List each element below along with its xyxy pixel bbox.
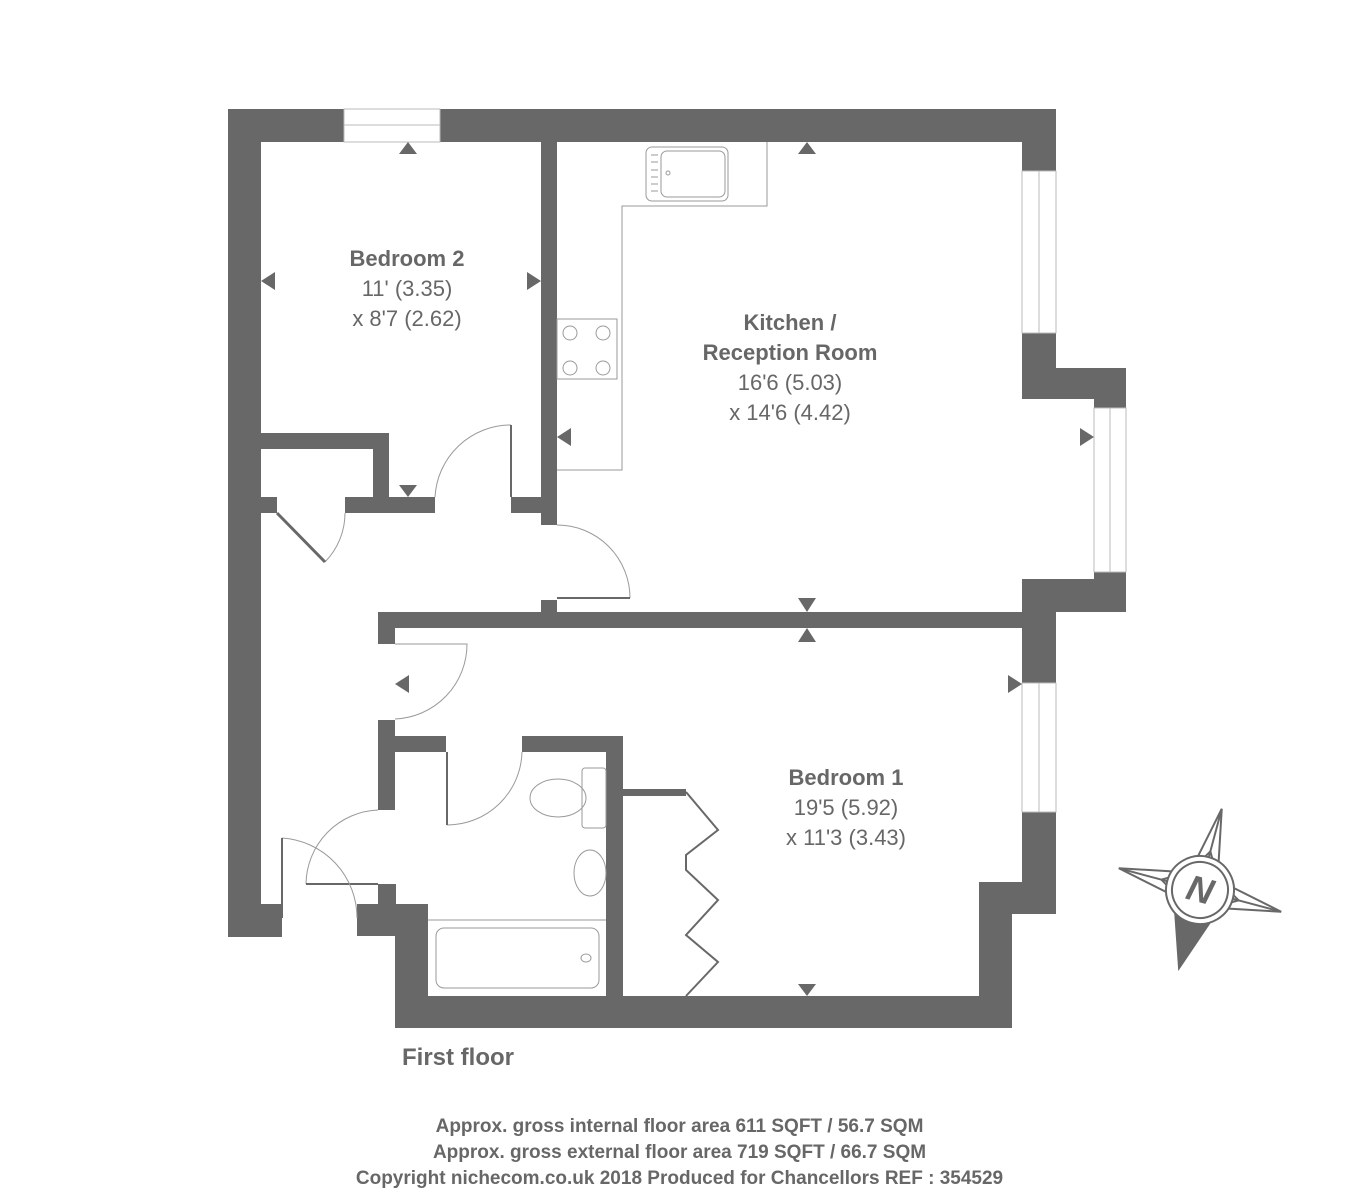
room-dimension: x 14'6 (4.42) <box>729 400 851 425</box>
external-area: Approx. gross external floor area 719 SQ… <box>432 1142 927 1163</box>
measurement-arrows <box>261 142 1094 996</box>
room-dimension: 16'6 (5.03) <box>737 370 843 395</box>
room-label-kitchen-reception: Kitchen / Reception Room 16'6 (5.03) x 1… <box>660 308 920 428</box>
footer-info: Approx. gross internal floor area 611 SQ… <box>0 1114 1359 1192</box>
floor-title: First floor <box>402 1044 514 1071</box>
copyright: Copyright nichecom.co.uk 2018 Produced f… <box>355 1168 1004 1189</box>
door-swings <box>275 424 631 919</box>
room-dimension: x 11'3 (3.43) <box>786 825 906 850</box>
wardrobe <box>623 789 720 997</box>
room-name-line2: Reception Room <box>702 340 878 365</box>
room-dimension: x 8'7 (2.62) <box>352 306 462 331</box>
room-dimension: 19'5 (5.92) <box>793 795 899 820</box>
north-compass-icon <box>1118 808 1282 972</box>
windows <box>343 108 1127 813</box>
room-name: Kitchen / <box>743 310 837 335</box>
internal-area: Approx. gross internal floor area 611 SQ… <box>435 1116 924 1137</box>
bathroom-fixtures <box>428 767 607 989</box>
kitchen-units <box>556 142 768 471</box>
room-name: Bedroom 1 <box>788 765 904 790</box>
room-label-bedroom-1: Bedroom 1 19'5 (5.92) x 11'3 (3.43) <box>736 763 956 853</box>
room-name: Bedroom 2 <box>349 246 465 271</box>
room-label-bedroom-2: Bedroom 2 11' (3.35) x 8'7 (2.62) <box>297 244 517 334</box>
room-dimension: 11' (3.35) <box>361 276 453 301</box>
